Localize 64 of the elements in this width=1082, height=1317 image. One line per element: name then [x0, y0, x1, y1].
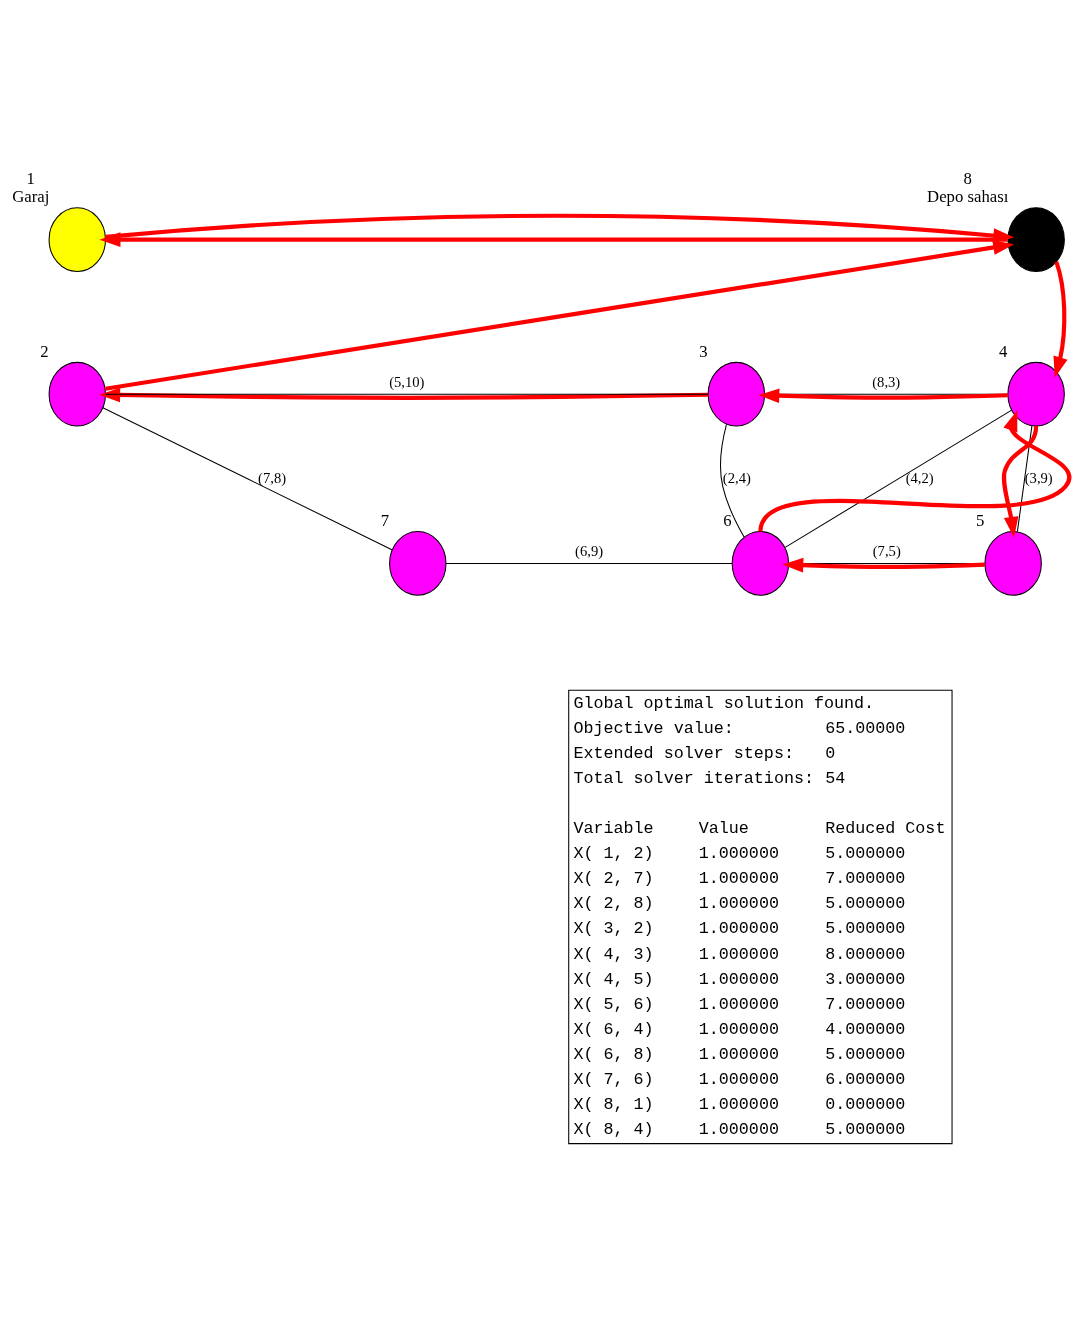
label: X( 4, 3): [573, 944, 654, 964]
label: 1.000000: [698, 1094, 779, 1114]
label: 1.000000: [698, 1019, 779, 1039]
label: 4.000000: [825, 1019, 906, 1039]
edge-label: (8,3): [872, 373, 901, 390]
label: Value: [698, 818, 749, 838]
label: 1.000000: [698, 843, 779, 863]
node-label: 3: [699, 341, 708, 361]
node-label: 6: [723, 510, 732, 530]
label: X( 6, 8): [573, 1044, 654, 1064]
label: 5.000000: [825, 918, 906, 938]
label: X( 6, 4): [573, 1019, 654, 1039]
label: 7.000000: [825, 994, 906, 1014]
label: 1.000000: [698, 944, 779, 964]
label: 1.000000: [698, 868, 779, 888]
label: X( 3, 2): [573, 918, 654, 938]
label: 1.000000: [698, 918, 779, 938]
label: Objective value:: [573, 718, 734, 738]
label: 54: [825, 768, 846, 788]
node-label: 1: [26, 168, 35, 188]
edge-label: (7,5): [872, 542, 901, 559]
label: 1.000000: [698, 994, 779, 1014]
edge-label: (4,2): [905, 469, 934, 486]
edge-label: (2,4): [722, 469, 751, 486]
label: 1.000000: [698, 969, 779, 989]
label: 1.000000: [698, 1044, 779, 1064]
node-label: Depo sahası: [927, 186, 1009, 206]
node-label: Garaj: [12, 186, 50, 206]
label: X( 5, 6): [573, 994, 654, 1014]
label: 5.000000: [825, 1044, 906, 1064]
label: Reduced Cost: [825, 818, 946, 838]
label: 3.000000: [825, 969, 906, 989]
node-label: 5: [976, 510, 985, 530]
label: X( 7, 6): [573, 1069, 654, 1089]
label: 5.000000: [825, 1119, 906, 1139]
label: 0: [825, 743, 836, 763]
node-label: 8: [963, 168, 972, 188]
label: Global optimal solution found.: [573, 693, 875, 713]
edge-label: (7,8): [258, 469, 287, 486]
label: 5.000000: [825, 843, 906, 863]
label: X( 8, 4): [573, 1119, 654, 1139]
node-label: 7: [380, 510, 390, 530]
label: Total solver iterations:: [573, 768, 814, 788]
edge-label: (3,9): [1024, 469, 1053, 486]
label: X( 8, 1): [573, 1094, 654, 1114]
label: 65.00000: [825, 718, 906, 738]
label: 8.000000: [825, 944, 906, 964]
label: 7.000000: [825, 868, 906, 888]
label: X( 2, 7): [573, 868, 654, 888]
label: 1.000000: [698, 1119, 779, 1139]
node-label: 4: [999, 341, 1008, 361]
label: 1.000000: [698, 1069, 779, 1089]
label: Extended solver steps:: [573, 743, 794, 763]
label: X( 4, 5): [573, 969, 654, 989]
label: X( 1, 2): [573, 843, 654, 863]
node-label: 2: [40, 341, 49, 361]
label: 5.000000: [825, 893, 906, 913]
edge-label: (5,10): [389, 373, 425, 390]
label: 0.000000: [825, 1094, 906, 1114]
label: Variable: [573, 818, 654, 838]
edge-label: (6,9): [575, 542, 604, 559]
label: X( 2, 8): [573, 893, 654, 913]
label: 6.000000: [825, 1069, 906, 1089]
label: 1.000000: [698, 893, 779, 913]
